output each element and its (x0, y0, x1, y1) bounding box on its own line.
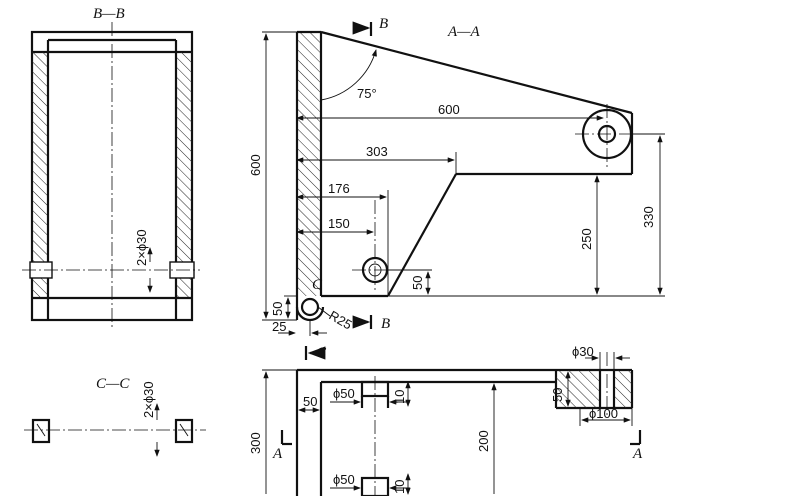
dim-len-303: 303 (366, 144, 388, 159)
dim-top-phi30: ϕ30 (572, 344, 594, 359)
dim-top-50-right: 50 (550, 388, 565, 402)
section-a-left: A (272, 446, 283, 462)
view-bb: B—B 2×ϕ30 (22, 6, 200, 330)
section-c-top: C (312, 277, 323, 293)
dim-cc-2x-phi30: 2×ϕ30 (141, 381, 156, 418)
dim-bb-2x-phi30: 2×ϕ30 (134, 229, 149, 266)
section-b-top: B (379, 16, 388, 32)
view-aa-title: A—A (447, 24, 481, 40)
dim-angle-75: 75° (357, 86, 377, 101)
dim-top-50-left: 50 (303, 394, 317, 409)
dim-top-phi50-b: ϕ50 (333, 472, 355, 487)
section-c-bottom: C (316, 345, 327, 361)
dim-radius-r25: R25 (327, 308, 355, 333)
aa-top-edge (320, 30, 633, 115)
section-b-bottom: B (381, 316, 390, 332)
dim-height-250: 250 (579, 228, 594, 250)
dim-height-600: 600 (248, 154, 263, 176)
dim-top-phi50-a: ϕ50 (333, 386, 355, 401)
dim-top-300: 300 (248, 432, 263, 454)
dim-height-330: 330 (641, 206, 656, 228)
view-top: ϕ30 ϕ100 50 ϕ50 10 ϕ50 10 50 300 (248, 344, 643, 496)
dim-width-25: 25 (272, 319, 286, 334)
dim-top-10-b: 10 (392, 480, 407, 494)
dim-top-200: 200 (476, 430, 491, 452)
dim-height-50-left: 50 (270, 302, 285, 316)
dim-height-50-right: 50 (410, 276, 425, 290)
dim-len-600: 600 (438, 102, 460, 117)
section-a-right: A (632, 446, 643, 462)
view-aa: A—A B 75° (248, 16, 665, 361)
view-bb-title: B—B (93, 6, 125, 22)
bb-right-wall-hatch (176, 52, 192, 298)
aa-wall-hatch (297, 32, 321, 296)
dim-len-150: 150 (328, 216, 350, 231)
aa-small-hole (300, 297, 320, 317)
bb-left-wall-hatch (32, 52, 48, 298)
dim-top-10-a: 10 (392, 390, 407, 404)
view-cc-title: C—C (96, 376, 130, 392)
dim-len-176: 176 (328, 181, 350, 196)
dim-top-phi100: ϕ100 (589, 406, 618, 421)
view-cc: C—C 2×ϕ30 (24, 376, 206, 457)
